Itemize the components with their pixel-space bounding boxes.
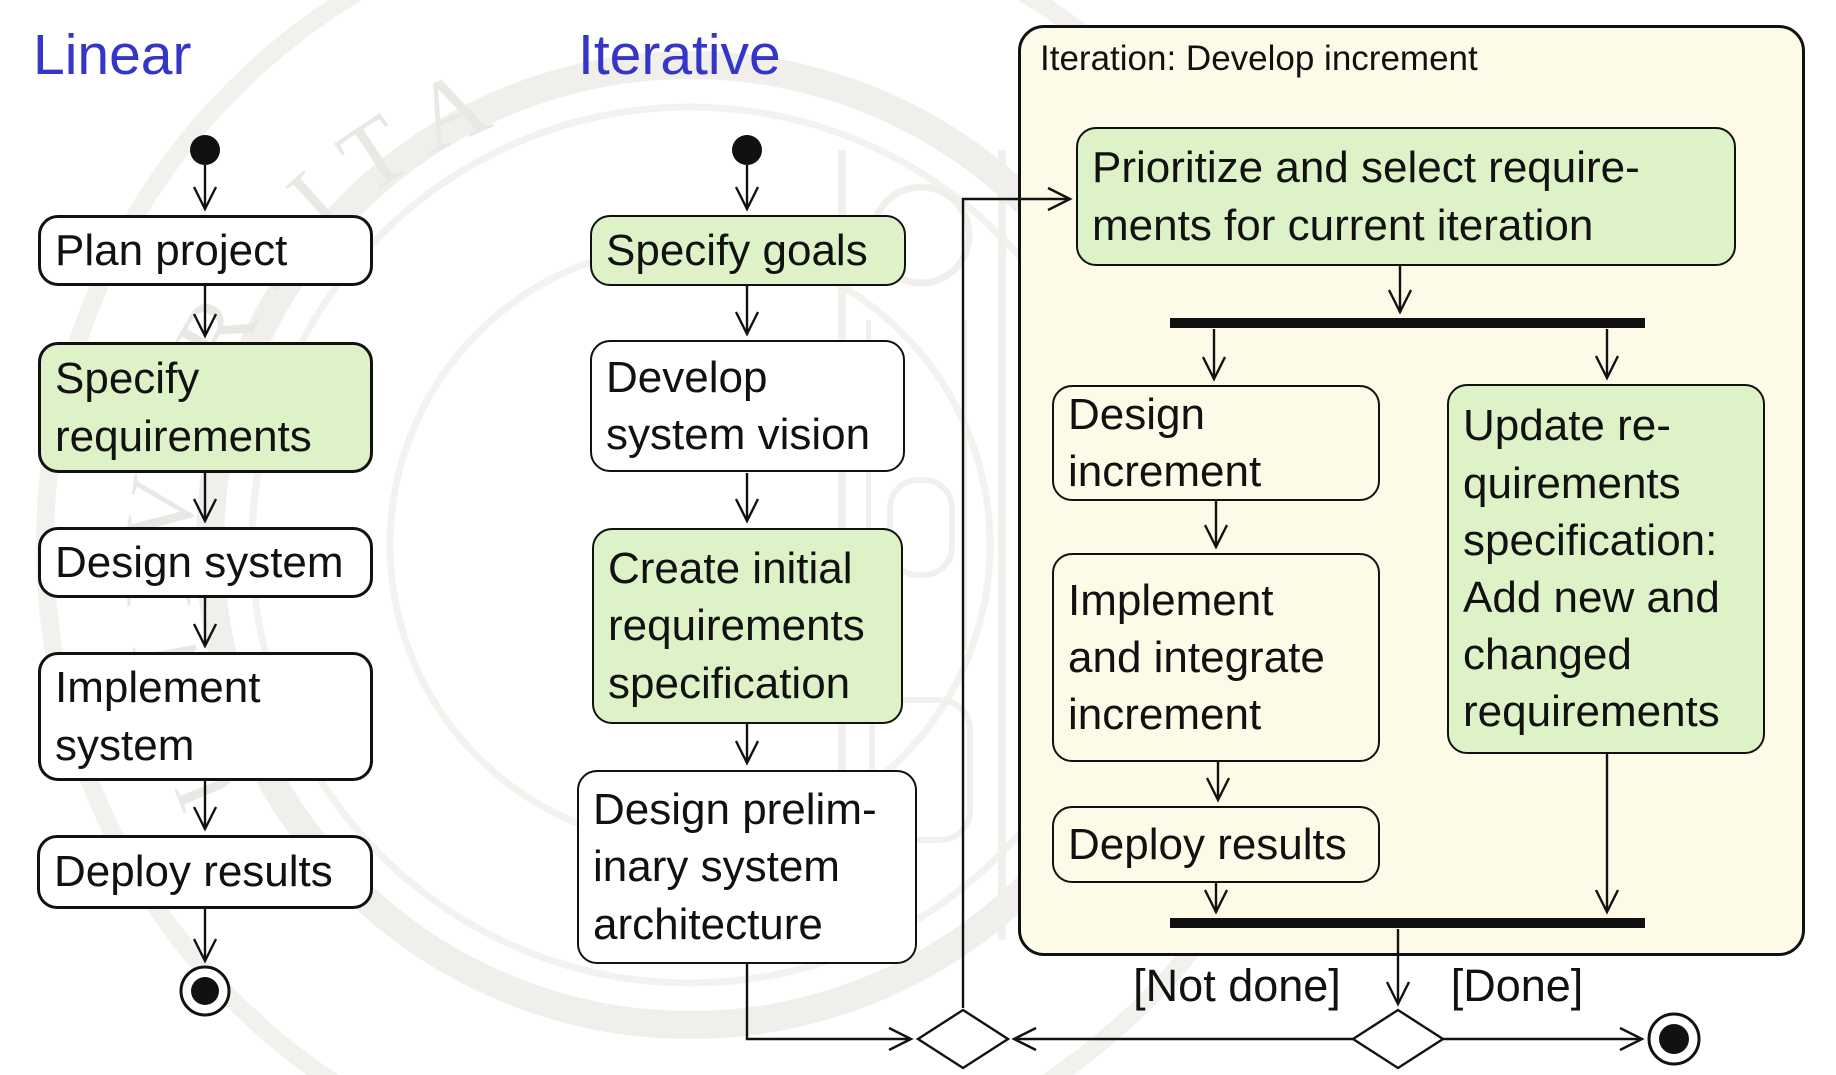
merge-diamond	[915, 1008, 1011, 1070]
activity-prioritize-select-requirements: Prioritize and select require- ments for…	[1076, 127, 1736, 266]
activity-update-requirements-spec: Update re- quirements specification: Add…	[1447, 384, 1765, 754]
decision-row	[1011, 1008, 1701, 1070]
iterative-title: Iterative	[578, 23, 781, 87]
activity-deploy-results-linear: Deploy results	[37, 835, 373, 909]
activity-design-system: Design system	[38, 527, 373, 598]
loop-back-arrow	[961, 186, 1073, 1008]
linear-flow	[179, 135, 231, 1017]
activity-implement-integrate-increment: Implement and integrate increment	[1052, 553, 1380, 762]
activity-design-preliminary-architecture: Design prelim- inary system architecture	[577, 770, 917, 964]
final-node-dot	[1659, 1024, 1689, 1054]
activity-deploy-results-iteration: Deploy results	[1052, 806, 1380, 883]
iteration-title: Iteration: Develop increment	[1040, 39, 1478, 78]
activity-plan-project: Plan project	[38, 215, 373, 286]
decision-diamond	[1350, 1008, 1446, 1070]
iterative-start-node	[732, 135, 762, 165]
guard-not-done: [Not done]	[1133, 960, 1341, 1011]
activity-develop-system-vision: Develop system vision	[590, 340, 905, 472]
linear-start-node	[190, 135, 220, 165]
activity-create-initial-requirements: Create initial requirements specificatio…	[592, 528, 903, 724]
guard-done: [Done]	[1450, 960, 1584, 1011]
activity-specify-requirements: Specify requirements	[38, 342, 373, 473]
iteration-flow	[1170, 266, 1645, 1007]
iterative-flow	[732, 135, 1073, 1070]
activity-specify-goals: Specify goals	[590, 215, 906, 286]
join-bar	[1170, 918, 1645, 928]
activity-implement-system: Implement system	[38, 652, 373, 781]
flow-to-merge	[745, 964, 914, 1052]
linear-final-node-dot	[191, 977, 219, 1005]
activity-design-increment: Design increment	[1052, 385, 1380, 501]
fork-bar	[1170, 318, 1645, 328]
linear-title: Linear	[33, 23, 192, 87]
